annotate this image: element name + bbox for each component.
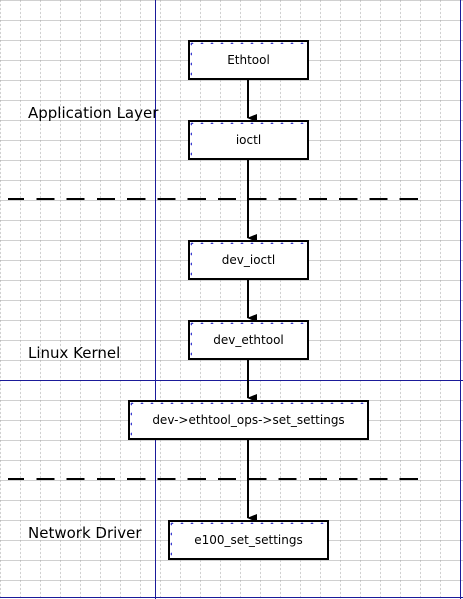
guide-line-vertical-right [460, 0, 461, 599]
node-ioctl-label: ioctl [235, 133, 262, 147]
node-e100-set-settings[interactable]: e100_set_settings [168, 520, 329, 560]
node-dev-ioctl[interactable]: dev_ioctl [188, 240, 309, 280]
guide-line-vertical [155, 0, 156, 599]
layer-label-driver: Network Driver [28, 524, 142, 542]
node-ethtool[interactable]: Ethtool [188, 40, 309, 80]
guide-line-horizontal [0, 380, 463, 381]
layer-label-application: Application Layer [28, 104, 159, 122]
node-e100-set-settings-label: e100_set_settings [194, 533, 303, 547]
guide-line-horizontal-bottom [0, 597, 463, 598]
layer-separator-2 [8, 478, 430, 480]
node-dev-ethtool-label: dev_ethtool [213, 333, 284, 347]
node-dev-ethtool[interactable]: dev_ethtool [188, 320, 309, 360]
node-ethtool-label: Ethtool [227, 53, 270, 67]
node-set-settings[interactable]: dev->ethtool_ops->set_settings [128, 400, 369, 440]
layer-separator-1 [8, 198, 430, 200]
node-ioctl[interactable]: ioctl [188, 120, 309, 160]
node-dev-ioctl-label: dev_ioctl [221, 253, 276, 267]
layer-label-kernel: Linux Kernel [28, 344, 121, 362]
node-set-settings-label: dev->ethtool_ops->set_settings [152, 413, 345, 427]
